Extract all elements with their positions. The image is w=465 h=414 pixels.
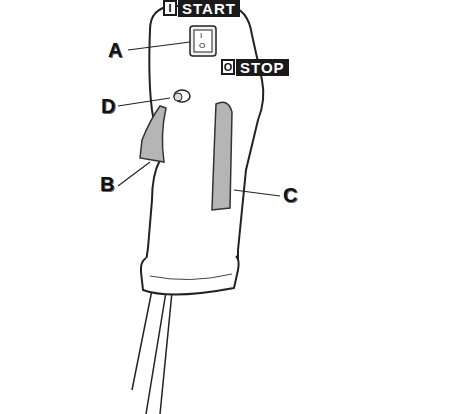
callout-letter: A xyxy=(108,40,122,60)
switch-marking: O xyxy=(199,42,205,50)
callout-letter: B xyxy=(100,174,114,194)
stop-banner: STOP xyxy=(236,59,289,76)
start-banner: START xyxy=(178,0,240,17)
switch-marking: I xyxy=(200,32,202,40)
callout-letter: C xyxy=(283,185,297,205)
callout-letter: D xyxy=(101,96,115,116)
stop-icon: O xyxy=(221,59,235,75)
start-icon: I xyxy=(163,0,177,16)
